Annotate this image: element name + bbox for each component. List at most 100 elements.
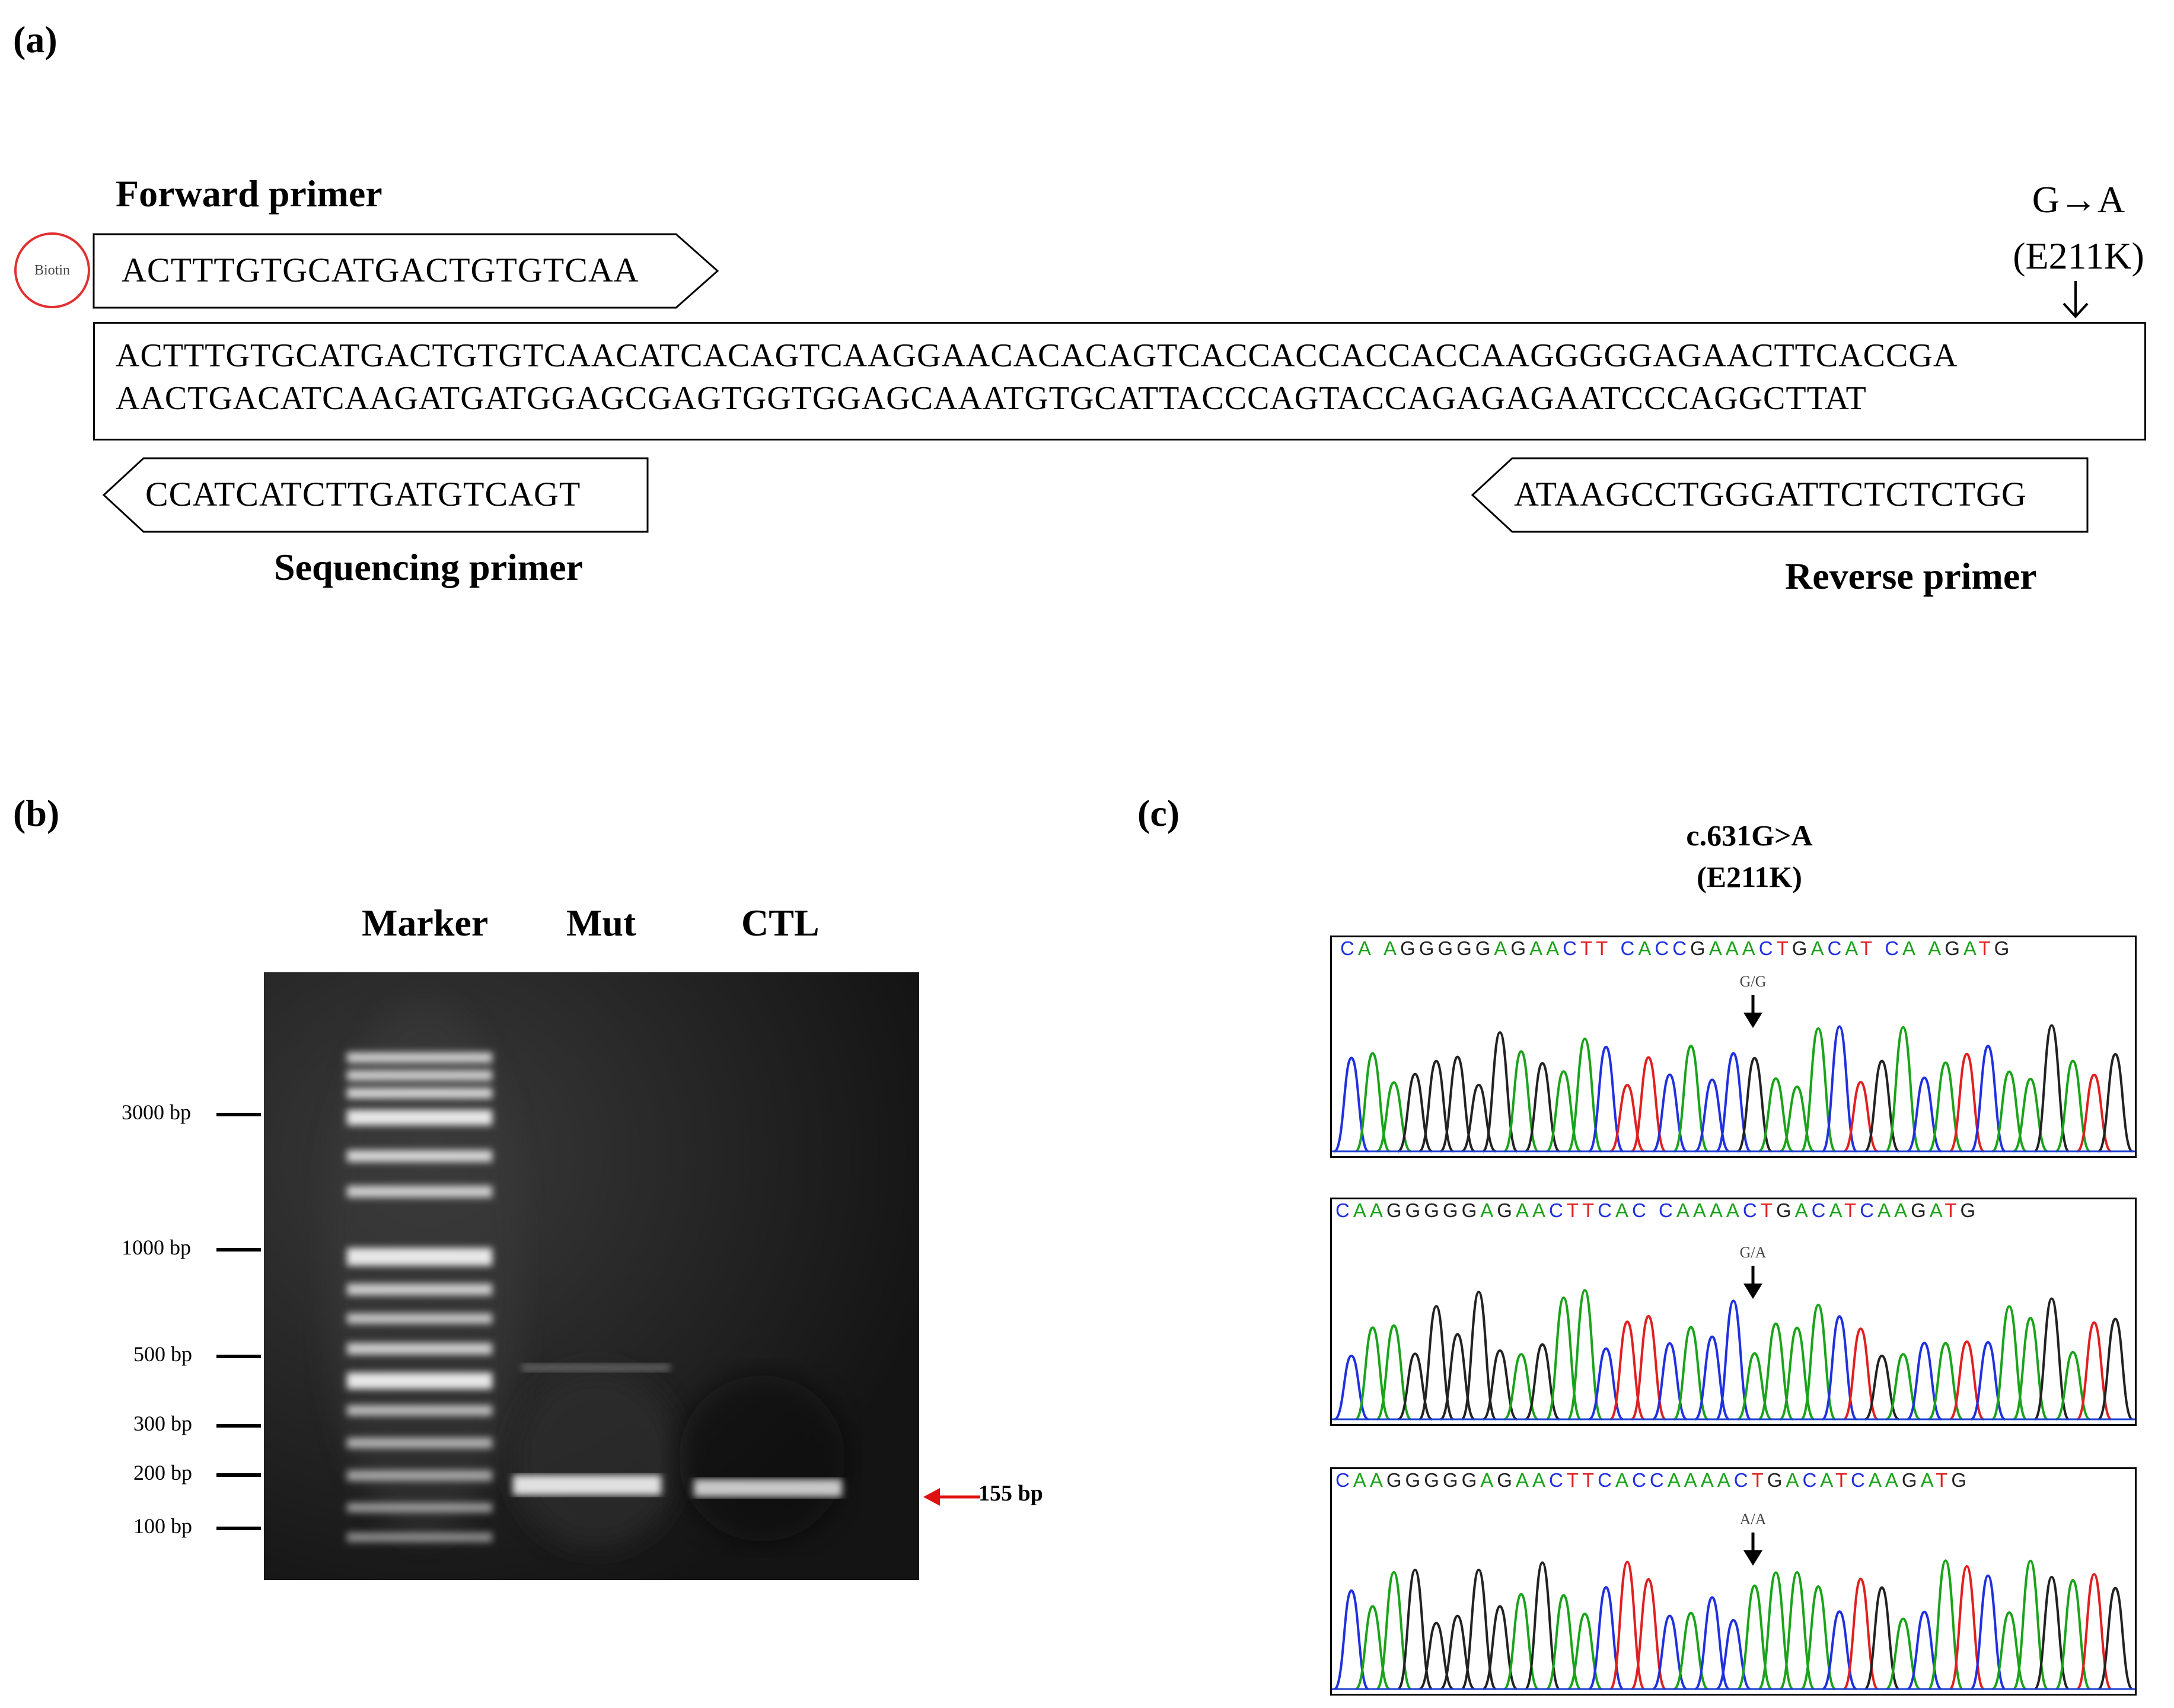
trace-peak bbox=[1566, 1037, 1604, 1152]
trace-peak bbox=[1631, 1056, 1666, 1152]
trace-peak bbox=[1524, 1561, 1561, 1690]
trace-peak bbox=[1969, 1574, 2006, 1690]
forward-primer-arrow bbox=[93, 233, 719, 309]
trace-sequence: CAAGGGGGAGAACTTCAC CAAAACTGACATCAAGATG bbox=[1335, 1199, 1979, 1221]
trace-peak bbox=[1354, 1326, 1391, 1420]
trace-peak bbox=[1461, 1569, 1497, 1690]
trace-peak bbox=[1630, 1578, 1667, 1690]
trace-peak bbox=[1927, 1559, 1964, 1690]
trace-peak bbox=[1885, 1026, 1921, 1152]
sequencing-primer-arrow bbox=[102, 457, 649, 533]
reverse-primer-title: Reverse primer bbox=[1785, 555, 2037, 597]
trace-peak bbox=[2098, 1053, 2133, 1152]
biotin-marker: Biotin bbox=[14, 232, 90, 308]
genotype-label: G/A bbox=[1739, 1244, 1767, 1261]
trace-peak bbox=[1822, 1315, 1857, 1420]
sequencing-primer-title: Sequencing primer bbox=[274, 546, 583, 588]
gel-image bbox=[264, 972, 919, 1580]
trace-peak bbox=[1864, 1586, 1900, 1690]
mut-product-band bbox=[513, 1475, 661, 1495]
ladder-label-1000: 1000 bp bbox=[122, 1235, 191, 1259]
product-size-arrow-icon bbox=[923, 1488, 980, 1506]
mutation-arrow-icon bbox=[2063, 281, 2089, 318]
trace-peak bbox=[1779, 1086, 1815, 1152]
biotin-label: Biotin bbox=[34, 262, 70, 278]
trace-peak bbox=[2054, 1579, 2092, 1690]
trace-peak bbox=[1545, 1296, 1582, 1420]
trace-peak bbox=[1673, 1326, 1709, 1420]
ladder-label-100: 100 bp bbox=[133, 1514, 192, 1538]
trace-peak bbox=[1928, 1061, 1963, 1152]
trace-peak bbox=[1800, 1585, 1836, 1690]
lane-label-ctl: CTL bbox=[741, 902, 820, 944]
sequencing-primer-sequence: CCATCATCTTGATGTCAGT bbox=[145, 475, 581, 513]
trace-peak bbox=[1949, 1340, 1985, 1420]
trace-peak bbox=[1461, 1291, 1497, 1420]
trace-peaks bbox=[1332, 1289, 2135, 1420]
trace-peak bbox=[1949, 1565, 1985, 1690]
trace-peak bbox=[1715, 1300, 1752, 1420]
trace-peak bbox=[1843, 1327, 1879, 1420]
template-sequence-box bbox=[93, 322, 2146, 440]
panel-c-title-line-1: c.631G>A bbox=[1686, 819, 1813, 852]
ladder-label-3000: 3000 bp bbox=[122, 1100, 191, 1124]
trace-peak bbox=[1716, 1052, 1751, 1152]
trace-peak bbox=[1757, 1571, 1794, 1690]
product-size-label: 155 bp bbox=[978, 1481, 1043, 1506]
panel-c-label: (c) bbox=[1137, 792, 1180, 834]
trace-peaks bbox=[1332, 1024, 2135, 1152]
trace-peak bbox=[2098, 1586, 2133, 1690]
trace-peak bbox=[1800, 1304, 1837, 1420]
trace-peak bbox=[1609, 1560, 1646, 1690]
trace-peak bbox=[1376, 1324, 1412, 1420]
trace-peak bbox=[1397, 1568, 1433, 1690]
trace-sequence: CAAGGGGGAGAACTTCACCAAAACTGACATCAAGATG bbox=[1335, 1469, 1970, 1491]
trace-peak bbox=[1949, 1052, 1985, 1152]
trace-peak bbox=[1800, 1027, 1837, 1152]
genotype-label: A/A bbox=[1739, 1511, 1767, 1528]
genotype-arrow-icon bbox=[1743, 995, 1762, 1028]
reverse-primer-arrow bbox=[1471, 457, 2089, 533]
trace-peak bbox=[1907, 1342, 1942, 1420]
trace-peak bbox=[1991, 1305, 2028, 1420]
trace-peak bbox=[2033, 1024, 2070, 1152]
trace-peak bbox=[1481, 1031, 1518, 1152]
template-sequence-line-1: ACTTTGTGCATGACTGTGTCAACATCACAGTCAAGGAACA… bbox=[116, 337, 1958, 374]
chromatogram-ga: CAAGGGGGAGAACTTCAC CAAAACTGACATCAAGATG G… bbox=[1330, 1198, 2137, 1426]
ladder-label-300: 300 bp bbox=[133, 1412, 192, 1435]
trace-peak bbox=[1778, 1571, 1815, 1690]
ctl-product-band bbox=[694, 1479, 842, 1497]
trace-peak bbox=[1418, 1059, 1454, 1152]
trace-peak bbox=[1354, 1052, 1391, 1152]
trace-peak bbox=[1694, 1596, 1730, 1690]
panel-b-label: (b) bbox=[13, 792, 60, 834]
trace-peaks bbox=[1332, 1559, 2135, 1690]
panel-c-title-line-2: (E211K) bbox=[1697, 860, 1802, 893]
panel-a-label: (a) bbox=[13, 18, 58, 60]
trace-peak bbox=[1673, 1045, 1709, 1152]
trace-peak bbox=[1418, 1305, 1455, 1420]
trace-peak bbox=[1334, 1589, 1369, 1690]
lane-label-marker: Marker bbox=[362, 902, 489, 944]
trace-peak bbox=[1588, 1045, 1624, 1152]
genotype-arrow-icon bbox=[1743, 1533, 1762, 1566]
trace-peak bbox=[2033, 1297, 2070, 1420]
trace-peak bbox=[1566, 1289, 1604, 1420]
marker-ladder-bands bbox=[347, 1052, 492, 1542]
trace-peak bbox=[1758, 1322, 1794, 1420]
trace-peak bbox=[1737, 1056, 1773, 1152]
trace-sequence: CA AGGGGGAGAACTT CACCGAAACTGACAT CA AGAT… bbox=[1340, 937, 2013, 959]
trace-peak bbox=[2098, 1317, 2133, 1420]
ladder-ticks bbox=[216, 1113, 261, 1530]
ladder-label-500: 500 bp bbox=[133, 1342, 192, 1366]
genotype-label: G/G bbox=[1739, 973, 1767, 990]
template-sequence-line-2: AACTGACATCAAGATGATGGAGCGAGTGGTGGAGCAAATG… bbox=[116, 380, 1867, 417]
trace-peak bbox=[1375, 1571, 1413, 1690]
forward-primer-title: Forward primer bbox=[116, 173, 382, 215]
trace-peak bbox=[1440, 1055, 1475, 1152]
chromatogram-aa: CAAGGGGGAGAACTTCACCAAAACTGACATCAAGATG A/… bbox=[1330, 1467, 2137, 1696]
lane-label-mut: Mut bbox=[566, 902, 636, 944]
trace-peak bbox=[2076, 1321, 2112, 1420]
trace-peak bbox=[1928, 1342, 1963, 1420]
mutation-change: G→A bbox=[2032, 178, 2125, 221]
